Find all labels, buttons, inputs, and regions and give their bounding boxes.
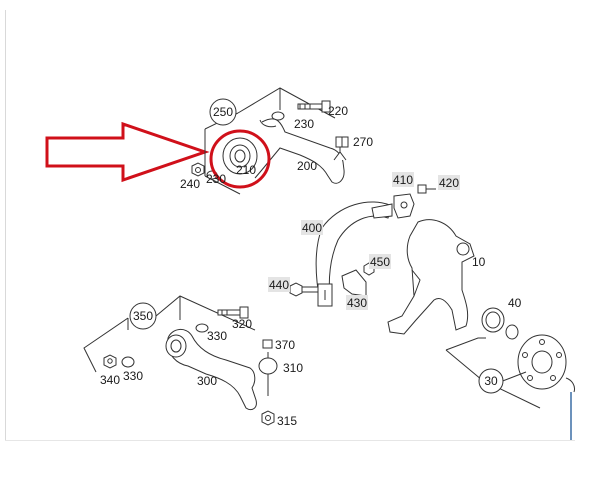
- hub-30-icon: [517, 334, 575, 393]
- svg-text:410: 410: [393, 173, 413, 187]
- nut-240-icon: [191, 162, 205, 177]
- label-430: 430: [346, 295, 368, 310]
- washer-330-lower-icon: [121, 356, 135, 368]
- label-440: 440: [268, 277, 290, 292]
- label-40: 40: [508, 296, 522, 310]
- svg-text:430: 430: [347, 296, 367, 310]
- bracket-410-icon: [393, 193, 415, 219]
- label-420: 420: [438, 175, 460, 190]
- ball-joint-310-icon: [258, 352, 278, 396]
- bearing-40-icon: [481, 307, 519, 340]
- svg-text:440: 440: [269, 278, 289, 292]
- svg-text:250: 250: [213, 105, 233, 119]
- label-240: 240: [180, 177, 200, 191]
- label-340: 340: [100, 373, 120, 387]
- label-300: 300: [197, 374, 217, 388]
- upper-arm-group: [191, 87, 349, 195]
- bottom-border: [5, 440, 575, 441]
- nut-270-icon: [335, 136, 349, 148]
- label-230-upper: 230: [294, 117, 314, 131]
- washer-230-icon: [271, 111, 285, 121]
- label-200: 200: [297, 159, 317, 173]
- label-320: 320: [232, 317, 252, 331]
- bolt-440-icon: [289, 282, 319, 297]
- bracket-430-icon: [341, 269, 367, 297]
- left-border: [5, 10, 6, 440]
- knuckle-group: [289, 184, 575, 409]
- highlight-circle: [209, 129, 271, 189]
- callout-350: 350: [129, 302, 157, 330]
- svg-text:420: 420: [439, 176, 459, 190]
- bolt-320-icon: [217, 306, 249, 319]
- label-410: 410: [392, 172, 414, 187]
- knuckle-10-icon: [387, 219, 475, 335]
- callout-30: 30: [478, 368, 504, 394]
- label-450: 450: [369, 254, 391, 269]
- bolt-420-icon: [417, 184, 436, 194]
- label-330-upper: 330: [207, 329, 227, 343]
- label-330-lower: 330: [123, 369, 143, 383]
- lower-arm-group: [83, 295, 278, 426]
- label-10: 10: [472, 255, 486, 269]
- red-arrow-icon: [45, 121, 210, 183]
- label-315: 315: [277, 414, 297, 428]
- nut-315-icon: [261, 410, 275, 426]
- svg-text:30: 30: [484, 374, 498, 388]
- nut-340-icon: [103, 354, 117, 369]
- label-220: 220: [328, 104, 348, 118]
- callout-250: 250: [209, 98, 237, 126]
- bushing-210-icon: [222, 137, 258, 175]
- label-400: 400: [301, 220, 323, 235]
- label-210: 210: [236, 163, 256, 177]
- bolt-220-icon: [297, 100, 331, 113]
- svg-text:400: 400: [302, 221, 322, 235]
- svg-text:350: 350: [133, 309, 153, 323]
- label-270: 270: [353, 135, 373, 149]
- washer-330-icon: [195, 323, 209, 333]
- nut-370-icon: [262, 339, 273, 349]
- label-310: 310: [283, 361, 303, 375]
- svg-text:450: 450: [370, 255, 390, 269]
- label-230-lower: 230: [206, 172, 226, 186]
- label-370: 370: [275, 338, 295, 352]
